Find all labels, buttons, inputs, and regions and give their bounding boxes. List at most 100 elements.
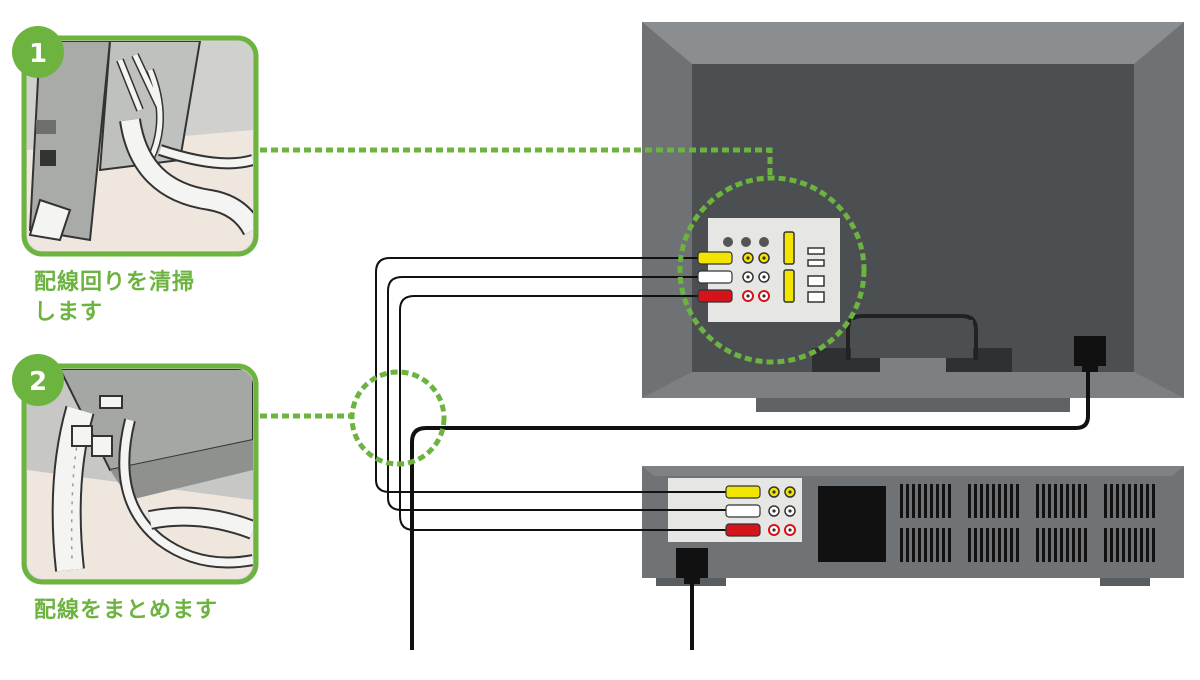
vent-slot	[1116, 484, 1119, 518]
step-1-illustration	[21, 35, 259, 257]
vent-slot	[1140, 484, 1143, 518]
tv-s-video-jacks	[723, 237, 769, 247]
vent-slot	[942, 484, 945, 518]
vent-slot	[1072, 484, 1075, 518]
power-cables	[410, 372, 1090, 650]
vent-slot	[1066, 528, 1069, 562]
vent-slot	[1134, 484, 1137, 518]
vent-slot	[918, 484, 921, 518]
vent-slot	[1072, 528, 1075, 562]
tv-power-plug-icon	[1074, 336, 1106, 372]
recorder-square-block	[818, 486, 886, 562]
tv-frame-bevel-top	[642, 22, 1184, 64]
vent-slot	[1048, 484, 1051, 518]
vent-slot	[906, 528, 909, 562]
vent-slot	[936, 528, 939, 562]
vent-slot	[1104, 528, 1107, 562]
recorder-rca-jacks	[768, 486, 796, 536]
tv-connector-panel	[708, 218, 840, 322]
vent-slot	[1016, 528, 1019, 562]
vent-slot	[1146, 528, 1149, 562]
vent-slot	[1004, 484, 1007, 518]
vent-slot	[900, 528, 903, 562]
ventilation-grille-icon	[900, 484, 1155, 562]
vent-slot	[1078, 484, 1081, 518]
step-1-badge: 1	[12, 26, 64, 78]
vent-slot	[980, 528, 983, 562]
vent-slot	[930, 484, 933, 518]
vent-slot	[1042, 484, 1045, 518]
vent-slot	[936, 484, 939, 518]
vent-slot	[1066, 484, 1069, 518]
vent-slot	[948, 484, 951, 518]
step-2-number: 2	[29, 367, 47, 397]
vent-slot	[930, 528, 933, 562]
recorder-power-plug-icon	[676, 548, 708, 584]
tv-frame-bevel-right	[1134, 22, 1184, 398]
vent-slot	[948, 528, 951, 562]
step-1-caption-line-1: 配線回りを清掃	[34, 270, 196, 295]
vent-slot	[918, 528, 921, 562]
vent-slot	[1060, 484, 1063, 518]
step-1-number: 1	[29, 39, 47, 69]
vent-slot	[998, 528, 1001, 562]
vent-slot	[1122, 484, 1125, 518]
vent-slot	[986, 484, 989, 518]
hdmi-port-icon	[807, 247, 825, 303]
av-cables	[375, 257, 728, 531]
vent-slot	[1054, 484, 1057, 518]
vent-slot	[912, 528, 915, 562]
vent-slot	[1116, 528, 1119, 562]
tv-rca-jacks	[742, 252, 770, 302]
vent-slot	[974, 484, 977, 518]
vent-slot	[1134, 528, 1137, 562]
vent-slot	[1004, 528, 1007, 562]
callout-1	[260, 147, 867, 365]
vent-slot	[924, 484, 927, 518]
tv-frame-bevel-left	[642, 22, 692, 398]
vent-slot	[1016, 484, 1019, 518]
vent-slot	[968, 528, 971, 562]
step-2-illustration	[21, 363, 259, 585]
vent-slot	[986, 528, 989, 562]
vent-slot	[1128, 528, 1131, 562]
vent-slot	[992, 484, 995, 518]
vent-slot	[912, 484, 915, 518]
step-2-caption: 配線をまとめます	[34, 596, 218, 626]
vent-slot	[1054, 528, 1057, 562]
av-cable-plug-icon	[725, 485, 761, 537]
vent-slot	[906, 484, 909, 518]
vent-slot	[968, 484, 971, 518]
vent-slot	[1036, 484, 1039, 518]
vent-slot	[1078, 528, 1081, 562]
vent-slot	[1152, 528, 1155, 562]
tv-stand-neck	[880, 355, 946, 403]
recorder-device	[642, 466, 1184, 586]
vent-slot	[1104, 484, 1107, 518]
vent-slot	[1084, 528, 1087, 562]
vent-slot	[1084, 484, 1087, 518]
vent-slot	[980, 484, 983, 518]
vent-slot	[924, 528, 927, 562]
recorder-foot-right	[1100, 578, 1150, 586]
step-1-caption-line-2: します	[34, 300, 104, 325]
vent-slot	[998, 484, 1001, 518]
vent-slot	[900, 484, 903, 518]
tv-panel-bg	[708, 218, 840, 322]
vent-slot	[1010, 528, 1013, 562]
vent-slot	[1010, 484, 1013, 518]
callout-2	[260, 369, 447, 467]
av-cable-plug-icon	[697, 251, 733, 303]
step-2-badge: 2	[12, 354, 64, 406]
tv-d-terminals	[783, 231, 795, 303]
vent-slot	[1048, 528, 1051, 562]
vent-slot	[1128, 484, 1131, 518]
vent-slot	[1146, 484, 1149, 518]
vent-slot	[942, 528, 945, 562]
tv-stand-base	[756, 398, 1070, 412]
vent-slot	[1140, 528, 1143, 562]
step-1-caption: 配線回りを清掃 します	[34, 268, 195, 328]
vent-slot	[1152, 484, 1155, 518]
